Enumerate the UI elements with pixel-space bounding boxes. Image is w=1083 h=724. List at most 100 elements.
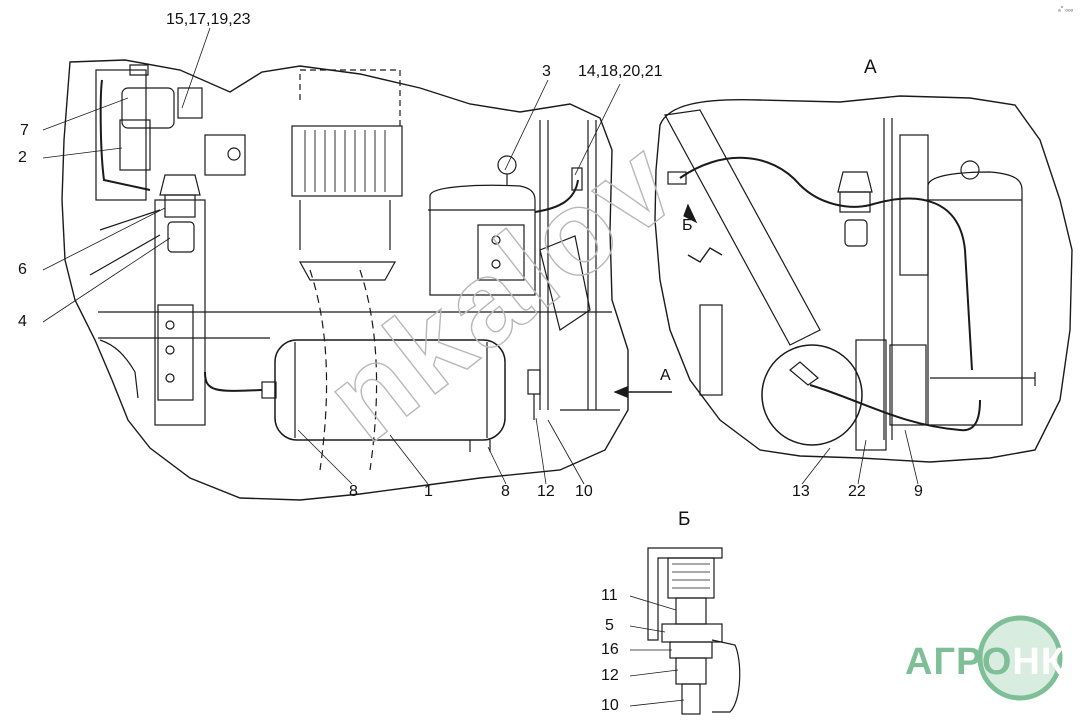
- view-arrow-a-label: А: [660, 367, 671, 384]
- callout-8-right: 8: [501, 483, 510, 500]
- callout-15-17-19-23: 15,17,19,23: [166, 11, 251, 28]
- mounting-bracket: [154, 199, 206, 426]
- view-a-filter: [844, 219, 868, 247]
- callout-13: 13: [792, 483, 810, 500]
- support-pad: [298, 261, 397, 281]
- bracket-plate: [157, 304, 194, 401]
- cab-panel: [95, 69, 147, 201]
- bolt: [491, 259, 501, 269]
- cooler-fins: [304, 130, 386, 192]
- view-a: [654, 95, 1073, 485]
- callout-8-left: 8: [349, 483, 358, 500]
- callout-12: 12: [537, 483, 555, 500]
- leader-lines-b: [629, 595, 685, 707]
- view-a-valve-cap: [837, 171, 873, 193]
- view-a-drain-valve: [789, 361, 819, 386]
- agronkl-logo: АГРОНКЛ: [905, 617, 1083, 702]
- view-b-title: Б: [678, 509, 691, 530]
- callout-12-detail: 12: [601, 667, 619, 684]
- hidden-contour: [359, 269, 378, 471]
- view-arrow-a-head: [613, 386, 628, 398]
- diagonal-beam: [99, 209, 161, 231]
- valve-bracket: [119, 119, 151, 171]
- air-receiver: [274, 339, 506, 441]
- coupling-knurl: [672, 563, 710, 589]
- small-box: [129, 64, 149, 76]
- receiver-bracket: [855, 339, 887, 451]
- detail-bracket: [647, 547, 723, 641]
- bolt: [491, 235, 501, 245]
- mount-plate: [711, 639, 741, 713]
- hidden-contour: [299, 69, 401, 126]
- tank-clamp-rail: [899, 134, 929, 276]
- callout-7: 7: [20, 122, 29, 139]
- filter-cup: [167, 221, 195, 253]
- fitting: [227, 147, 241, 161]
- bracket-plate: [889, 344, 927, 426]
- callout-11: 11: [601, 587, 618, 604]
- view-a-receiver-end: [761, 344, 863, 446]
- air-line: [809, 384, 981, 432]
- logo-text: АГРОНКЛ: [905, 641, 1083, 684]
- bolt: [165, 320, 175, 330]
- logo-secondary: НКЛ: [1012, 641, 1083, 683]
- view-a-title: А: [864, 57, 877, 78]
- drain-valve: [527, 369, 541, 395]
- regulator-block: [204, 134, 246, 176]
- coupling-body: [675, 597, 707, 625]
- leader-lines-main: [42, 27, 621, 485]
- callout-22: 22: [848, 483, 866, 500]
- view-arrow-b-label: Б: [682, 217, 693, 234]
- lock-nut: [661, 623, 723, 643]
- callout-6: 6: [18, 261, 27, 278]
- washer: [669, 641, 713, 659]
- section-b-mark: [687, 247, 723, 263]
- logo-circle: [977, 615, 1063, 701]
- drain-fitting: [261, 381, 277, 399]
- vertical-tank: [429, 184, 536, 296]
- valve: [571, 167, 583, 191]
- view-a-valve-body: [839, 191, 871, 213]
- callout-10: 10: [575, 483, 593, 500]
- air-line: [869, 197, 973, 371]
- valve-cap: [159, 174, 201, 196]
- view-a-outline: [654, 95, 1073, 463]
- hose: [681, 683, 701, 715]
- pressure-regulator: [177, 87, 203, 119]
- bolt: [165, 345, 175, 355]
- tank-clamp: [477, 224, 525, 281]
- callout-16: 16: [601, 641, 619, 658]
- leader-lines-a: [801, 429, 919, 485]
- callout-14-18-20-21: 14,18,20,21: [578, 63, 663, 80]
- diagonal-member: [664, 109, 821, 346]
- callout-5: 5: [605, 617, 614, 634]
- callout-9: 9: [914, 483, 923, 500]
- callout-2: 2: [18, 149, 27, 166]
- view-b-detail: [629, 547, 741, 715]
- wiring-block: [699, 304, 723, 396]
- side-plate: [539, 235, 591, 331]
- logo-primary: АГРО: [905, 641, 1013, 683]
- callout-10-detail: 10: [601, 697, 619, 714]
- air-line: [534, 179, 579, 213]
- view-a-tank: [927, 171, 1023, 426]
- cooler-core: [291, 125, 403, 197]
- frame-bracket: [99, 339, 139, 399]
- hidden-contour: [309, 269, 328, 471]
- air-line: [204, 371, 263, 392]
- bolt: [165, 373, 175, 383]
- coupling: [667, 171, 687, 185]
- callout-1: 1: [424, 483, 433, 500]
- view-a-gauge: [960, 160, 980, 180]
- callout-3: 3: [542, 63, 551, 80]
- air-line: [679, 156, 871, 208]
- corner-mark: ₐ° ₒₒₒ: [1058, 6, 1074, 13]
- hex-fitting: [675, 657, 707, 685]
- view-arrow-b-head: [683, 203, 698, 224]
- main-view: [42, 27, 672, 501]
- air-line: [99, 79, 151, 191]
- diagonal-beam: [89, 234, 161, 276]
- callout-4: 4: [18, 313, 27, 330]
- valve-body: [164, 194, 196, 218]
